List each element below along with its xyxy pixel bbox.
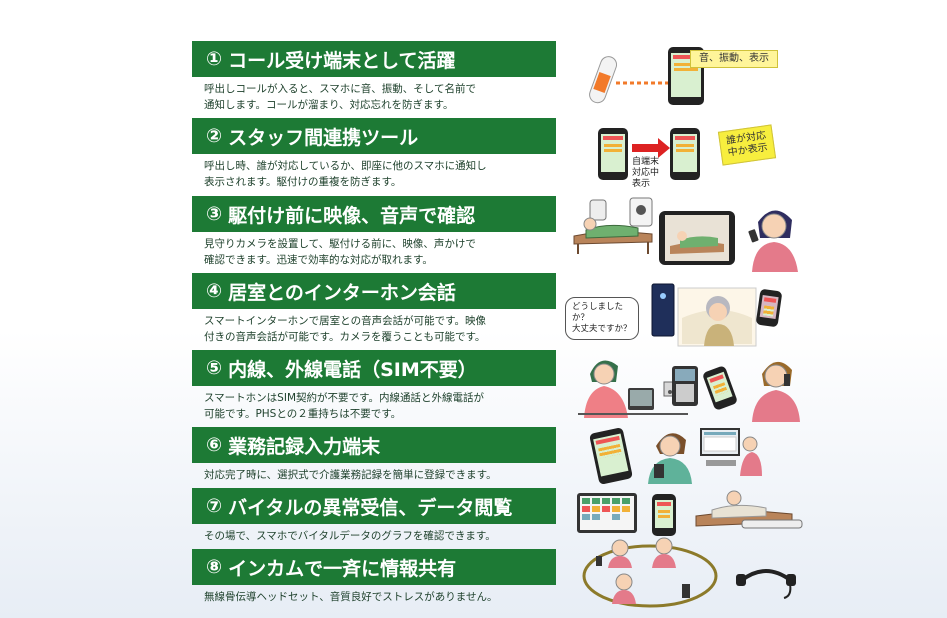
feature-description: スマートホンはSIM契約が不要です。内線通話と外線電話が 可能です。PHSとの２…	[204, 392, 484, 420]
staff-phone-icon	[752, 361, 800, 422]
arrow-icon	[632, 138, 670, 158]
monitor-vitals-icon	[577, 493, 637, 533]
feature-description: 無線骨伝導ヘッドセット、音質良好でストレスがありません。	[204, 591, 498, 603]
feature-description: 呼出し時、誰が対応しているか、即座に他のスマホに通知し 表示されます。駆付けの重…	[204, 160, 487, 188]
smartphone-icon	[598, 128, 628, 180]
intercom-patient-icon	[651, 283, 757, 347]
smartphone-icon	[701, 365, 739, 411]
smartphone-icon	[670, 128, 700, 180]
pc-record-icon	[700, 428, 762, 476]
tablet-video-icon	[659, 211, 735, 265]
bed-sensor-icon	[695, 490, 803, 529]
call-button-icon	[589, 56, 680, 104]
smartphone-icon	[652, 494, 676, 536]
headset-icon	[736, 569, 796, 599]
bed-patient-icon	[573, 197, 653, 254]
sticky-note: 誰が対応 中か表示	[717, 124, 777, 166]
status-note: 自端末 対応中 表示	[632, 157, 660, 189]
speech-bubble: どうしました か？ 大丈夫ですか？	[565, 297, 639, 340]
intercom-team-icon	[582, 537, 718, 608]
smartphone-icon	[755, 288, 783, 328]
feature-description: 見守りカメラを設置して、駆付ける前に、映像、声かけで 確認できます。迅速で効率的…	[204, 238, 476, 266]
smartphone-icon	[668, 47, 704, 105]
feature-description: 呼出しコールが入ると、スマホに音、振動、そして名前で 通知します。コールが溜まり…	[204, 83, 476, 111]
feature-description: その場で、スマホでバイタルデータのグラフを確認できます。	[204, 530, 496, 542]
staff-record-icon	[648, 433, 692, 484]
smartphone-icon	[588, 427, 634, 485]
feature-description: 対応完了時に、選択式で介護業務記録を簡単に登録できます。	[204, 469, 497, 481]
nurse-phone-icon	[748, 210, 798, 272]
phs-phone-icon	[672, 366, 698, 406]
call-note: 音、振動、表示	[690, 50, 778, 68]
feature-description: スマートインターホンで居室との音声会話が可能です。映像 付きの音声会話が可能です…	[204, 315, 487, 343]
